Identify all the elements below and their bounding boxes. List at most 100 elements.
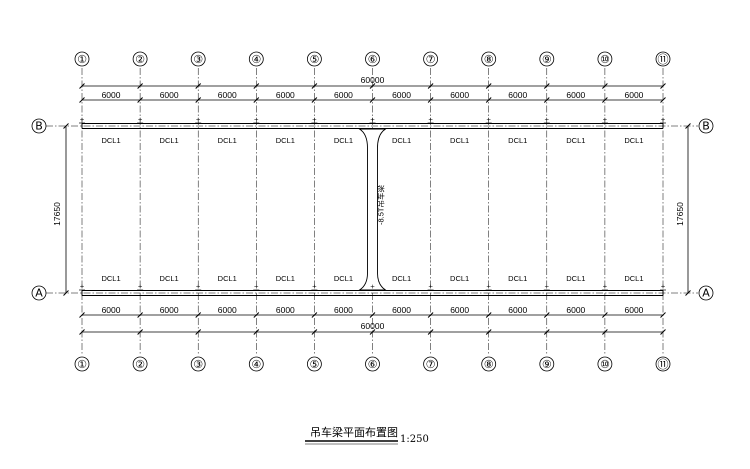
grid-bubble-column [306,51,322,67]
grid-bubble-column [539,51,555,67]
grid-bubble-label: ⑦ [426,358,436,371]
dimension-tick [660,312,666,318]
grid-bubble-column [74,356,90,372]
dimension-tick [485,97,492,103]
dimension-bay-bottom: 6000 [566,305,585,315]
dimension-tick [602,97,608,103]
dimension-tick [602,329,608,335]
grid-bubble-label: ④ [251,53,261,66]
dimension-tick [602,312,608,318]
beam-label-row-b: DCL1 [218,136,237,145]
grid-bubble-label: ⑨ [542,53,552,66]
dimension-tick [427,97,434,103]
dimension-bay-top: 6000 [218,90,237,100]
column-marker-glyph: + [370,284,375,291]
dimension-tick [137,329,143,335]
dimension-tick [485,83,492,89]
grid-bubble-row-label: B [35,120,43,133]
grid-bubble-row-label: A [35,287,43,300]
dimension-tick [660,97,666,103]
dimension-tick [79,97,85,103]
grid-bubble-label: ⑥ [368,53,378,66]
grid-bubble-label: ⑩ [600,358,610,371]
grid-bubble-label: ⑦ [426,53,436,66]
column-marker-glyph: + [602,284,607,291]
column-marker-glyph: + [370,117,375,124]
beam-label-row-a: DCL1 [101,274,120,283]
beam-label-row-a: DCL1 [334,274,353,283]
dimension-tick [543,329,550,335]
column-marker-glyph: + [602,117,607,124]
column-marker-glyph: + [312,284,317,291]
dimension-tick [311,83,318,89]
dimension-bay-top: 6000 [450,90,469,100]
grid-bubble-label: ⑪ [658,53,669,66]
grid-bubble-label: ⑤ [309,53,319,66]
grid-bubble-column [481,51,497,67]
dimension-tick [195,329,202,335]
grid-bubble-column [539,356,555,372]
grid-bubble-column [248,51,264,67]
grid-bubble-column [481,356,497,372]
dimension-tick [369,312,376,318]
grid-bubble-column [655,356,671,372]
beam-label-row-a: DCL1 [508,274,527,283]
dimension-tick [311,97,318,103]
dimension-bay-bottom: 6000 [160,305,179,315]
beam-label-row-a: DCL1 [218,274,237,283]
dimension-bay-bottom: 6000 [450,305,469,315]
dimension-tick [195,97,202,103]
dimension-tick [427,83,434,89]
grid-bubble-label: ⑩ [600,53,610,66]
beam-label-row-a: DCL1 [566,274,585,283]
dimension-bay-top: 6000 [276,90,295,100]
grid-bubble-label: ⑤ [309,358,319,371]
grid-bubble-column [655,51,671,67]
grid-bubble-label: ⑧ [484,53,494,66]
dimension-tick [485,312,492,318]
column-marker-glyph: + [254,284,259,291]
dimension-span-right: 17650 [675,202,685,226]
grid-bubble-row-label: A [702,287,710,300]
beam-label-row-a: DCL1 [624,274,643,283]
beam-label-row-b: DCL1 [101,136,120,145]
dimension-total-bottom: 60000 [361,321,385,331]
dimension-tick [660,329,666,335]
column-marker-glyph: + [254,117,259,124]
column-marker-glyph: + [486,284,491,291]
column-marker-glyph: + [660,284,665,291]
grid-bubble-label: ⑥ [368,358,378,371]
dimension-tick [253,312,260,318]
grid-bubble-column [423,51,439,67]
dimension-bay-bottom: 6000 [218,305,237,315]
dimension-tick [660,83,666,89]
dimension-tick [369,97,376,103]
dimension-bay-bottom: 6000 [276,305,295,315]
dimension-bay-bottom: 6000 [102,305,121,315]
dimension-total-top: 60000 [361,75,385,85]
dimension-tick [195,83,202,89]
dimension-tick [369,83,376,89]
dimension-tick [253,97,260,103]
dimension-bay-bottom: 6000 [392,305,411,315]
grid-bubble-row [31,118,47,134]
column-marker-glyph: + [660,117,665,124]
grid-bubble-column [132,51,148,67]
grid-bubble-label: ① [77,358,87,371]
grid-bubble-column [597,51,613,67]
column-marker-glyph: + [196,284,201,291]
dimension-tick [485,329,492,335]
dimension-tick [195,312,202,318]
column-marker-glyph: + [486,117,491,124]
dimension-tick [253,83,260,89]
grid-bubble-label: ⑧ [484,358,494,371]
dimension-tick [685,123,691,129]
grid-bubble-column [365,356,380,372]
dimension-tick [685,290,691,296]
beam-label-row-a: DCL1 [392,274,411,283]
beam-label-row-b: DCL1 [392,136,411,145]
dimension-bay-top: 6000 [160,90,179,100]
beam-label-row-a: DCL1 [160,274,179,283]
grid-bubble-column [248,356,264,372]
